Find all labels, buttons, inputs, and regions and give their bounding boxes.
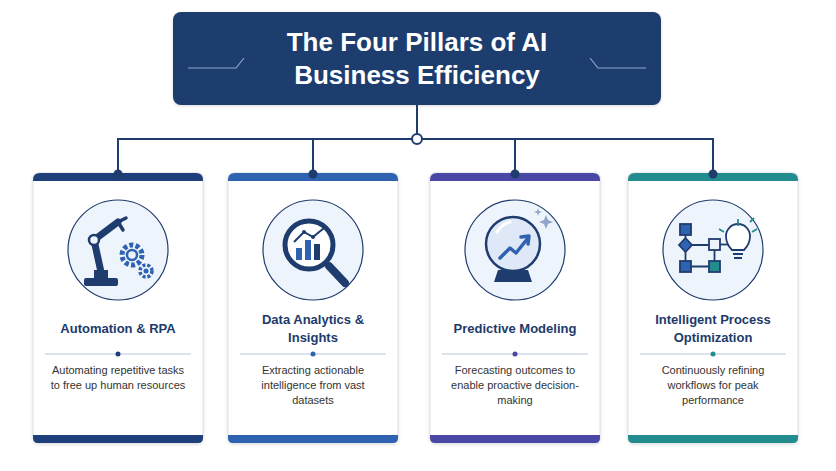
connector-line — [417, 105, 713, 173]
connector-line — [313, 105, 417, 173]
connector-dot — [114, 170, 123, 179]
pillar-card: Predictive ModelingForecasting outcomes … — [430, 173, 600, 443]
pillar-card: Data Analytics & InsightsExtracting acti… — [228, 173, 398, 443]
magnifier-icon — [285, 221, 345, 283]
junction-dot — [412, 134, 422, 144]
pillar-heading: Data Analytics & Insights — [236, 307, 390, 351]
icon-circles — [68, 200, 763, 300]
pillar-card: Automation & RPA Automating repetitive ta… — [33, 173, 203, 443]
pillar-description: Forecasting outcomes to enable proactive… — [444, 363, 586, 408]
title-box — [173, 12, 661, 105]
pillar-heading: Predictive Modeling — [438, 307, 592, 351]
crystal-ball-icon — [486, 208, 553, 282]
pillar-description: Automating repetitive tasks to free up h… — [47, 363, 189, 393]
pillar-description: Extracting actionable intelligence from … — [242, 363, 384, 408]
flowchart-bulb-icon — [679, 218, 757, 272]
card-bars — [33, 173, 798, 443]
pillar-card: Intelligent Process OptimizationContinuo… — [628, 173, 798, 443]
title-box: The Four Pillars of AI Business Efficien… — [173, 12, 661, 105]
connector-dot — [511, 170, 520, 179]
separators — [45, 354, 786, 355]
connector-dot — [709, 170, 718, 179]
robot-arm-icon — [84, 218, 152, 286]
diagram-title: The Four Pillars of AI Business Efficien… — [267, 26, 567, 92]
connector-dot — [309, 170, 318, 179]
card-frames — [33, 173, 798, 443]
pillar-heading: Automation & RPA — [41, 307, 195, 351]
separator-dots — [116, 352, 716, 357]
connector-line — [118, 105, 417, 173]
pillar-description: Continuously refining workflows for peak… — [642, 363, 784, 408]
pillar-heading: Intelligent Process Optimization — [636, 307, 790, 351]
